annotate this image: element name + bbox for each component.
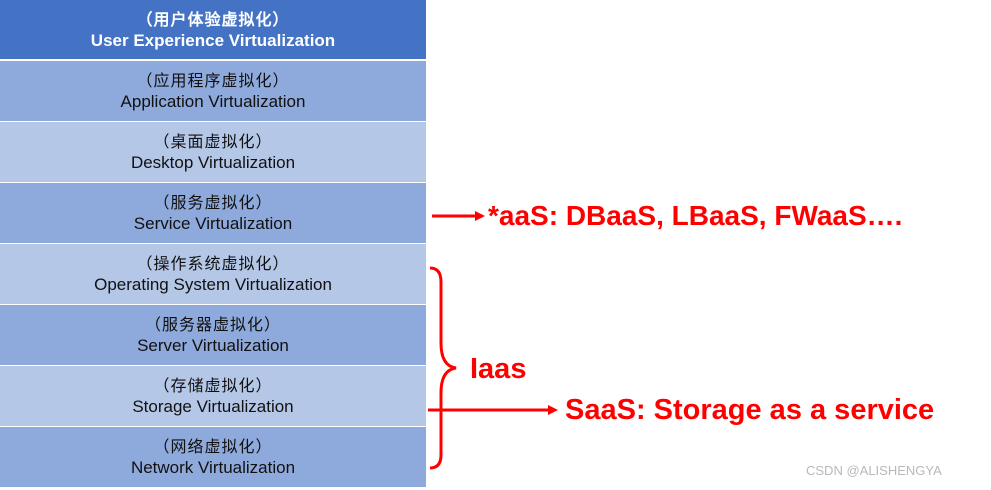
virtualization-stack: （用户体验虚拟化） User Experience Virtualization… — [0, 0, 426, 487]
layer-zh-label: （应用程序虚拟化） — [136, 71, 290, 90]
layer-storage: （存储虚拟化） Storage Virtualization — [0, 366, 426, 427]
watermark: CSDN @ALISHENGYA — [806, 463, 942, 478]
layer-desktop: （桌面虚拟化） Desktop Virtualization — [0, 122, 426, 183]
layer-zh-label: （存储虚拟化） — [153, 376, 273, 395]
storage-annotation: SaaS: Storage as a service — [565, 394, 935, 426]
layer-zh-label: （桌面虚拟化） — [153, 132, 273, 151]
layer-operating-system: （操作系统虚拟化） Operating System Virtualizatio… — [0, 244, 426, 305]
layer-zh-label: （服务器虚拟化） — [144, 315, 281, 334]
layer-en-label: Application Virtualization — [120, 92, 306, 111]
layer-zh-label: （操作系统虚拟化） — [136, 254, 290, 273]
layer-application: （应用程序虚拟化） Application Virtualization — [0, 61, 426, 122]
layer-zh-label: （用户体验虚拟化） — [136, 9, 290, 29]
layer-zh-label: （服务虚拟化） — [153, 193, 273, 212]
layer-server: （服务器虚拟化） Server Virtualization — [0, 305, 426, 366]
service-annotation: *aaS: DBaaS, LBaaS, FWaaS…. — [488, 200, 903, 231]
layer-service: （服务虚拟化） Service Virtualization — [0, 183, 426, 244]
layer-en-label: User Experience Virtualization — [90, 30, 336, 50]
layer-network: （网络虚拟化） Network Virtualization — [0, 427, 426, 487]
layer-en-label: Server Virtualization — [137, 336, 289, 355]
layer-user-experience: （用户体验虚拟化） User Experience Virtualization — [0, 0, 426, 61]
layer-en-label: Service Virtualization — [133, 214, 293, 233]
layer-en-label: Network Virtualization — [130, 458, 296, 477]
iaas-annotation: Iaas — [470, 353, 527, 385]
layer-en-label: Operating System Virtualization — [94, 275, 332, 294]
layer-zh-label: （网络虚拟化） — [153, 437, 273, 456]
iaas-brace-icon — [429, 266, 457, 470]
layer-en-label: Desktop Virtualization — [130, 153, 296, 172]
layer-en-label: Storage Virtualization — [132, 397, 294, 416]
